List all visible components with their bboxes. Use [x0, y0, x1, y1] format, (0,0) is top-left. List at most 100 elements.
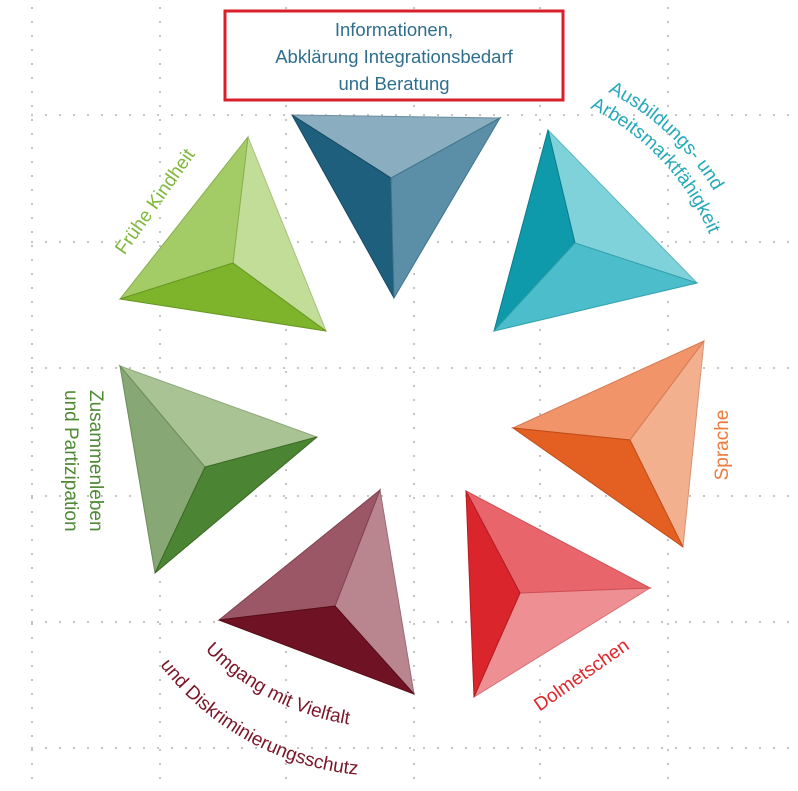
grid-dot [31, 367, 33, 369]
grid-dot [413, 595, 415, 597]
grid-dot [409, 621, 411, 623]
grid-dot [115, 747, 117, 749]
pyramid-face-right [492, 242, 699, 332]
grid-dot [101, 367, 103, 369]
grid-dot [591, 367, 593, 369]
grid-dot [409, 495, 411, 497]
grid-dot [549, 114, 551, 116]
grid-dot [159, 665, 161, 667]
grid-dot [413, 483, 415, 485]
label-zusammenleben-line-1: Zusammenleben [85, 390, 106, 532]
grid-dot [413, 539, 415, 541]
grid-dot [31, 539, 33, 541]
grid-dot [31, 7, 33, 9]
grid-dot [409, 114, 411, 116]
grid-dot [667, 595, 669, 597]
grid-dot [605, 747, 607, 749]
grid-dot [535, 367, 537, 369]
grid-dot [285, 357, 287, 359]
grid-dot [199, 367, 201, 369]
grid-dot [667, 721, 669, 723]
grid-dot [539, 329, 541, 331]
selected-box-line-3[interactable]: und Beratung [338, 73, 449, 94]
grid-dot [185, 367, 187, 369]
grid-dot [667, 49, 669, 51]
grid-dot [539, 343, 541, 345]
grid-dot [45, 495, 47, 497]
grid-dot [479, 747, 481, 749]
segment-sprache[interactable]: Sprache [511, 339, 733, 549]
grid-dot [255, 747, 257, 749]
grid-dot [703, 367, 705, 369]
grid-dot [413, 371, 415, 373]
grid-dot [413, 567, 415, 569]
grid-dot [577, 747, 579, 749]
grid-dot [129, 495, 131, 497]
grid-dot [367, 747, 369, 749]
segment-zusammenleben[interactable]: Zusammenleben und Partizipation [60, 364, 319, 575]
grid-dot [667, 707, 669, 709]
grid-dot [619, 114, 621, 116]
segment-dolmetschen[interactable]: Dolmetschen [464, 489, 652, 716]
grid-dot [159, 49, 161, 51]
grid-dot [31, 427, 33, 429]
grid-dot [667, 175, 669, 177]
grid-dot [159, 609, 161, 611]
grid-dot [413, 623, 415, 625]
grid-dot [31, 301, 33, 303]
selected-box-line-2[interactable]: Abklärung Integrationsbedarf [275, 46, 513, 67]
grid-dot [157, 114, 159, 116]
grid-dot [563, 747, 565, 749]
grid-dot [381, 367, 383, 369]
segment-informationen[interactable] [290, 114, 502, 300]
grid-dot [45, 367, 47, 369]
grid-dot [759, 495, 761, 497]
grid-dot [539, 721, 541, 723]
grid-dot [717, 621, 719, 623]
grid-dot [339, 367, 341, 369]
grid-dot [633, 621, 635, 623]
grid-dot [667, 231, 669, 233]
grid-dot [87, 747, 89, 749]
grid-dot [171, 621, 173, 623]
grid-dot [437, 621, 439, 623]
grid-dot [507, 114, 509, 116]
segment-fruehe-kindheit[interactable]: Frühe Kindheit [111, 135, 328, 333]
grid-dot [87, 495, 89, 497]
grid-dot [521, 367, 523, 369]
grid-dot [661, 241, 663, 243]
grid-dot [479, 114, 481, 116]
grid-dot [667, 651, 669, 653]
grid-dot [157, 241, 159, 243]
grid-dot [521, 114, 523, 116]
grid-dot [731, 367, 733, 369]
grid-dot [325, 241, 327, 243]
grid-dot [667, 133, 669, 135]
grid-dot [115, 495, 117, 497]
grid-dot [31, 497, 33, 499]
grid-dot [115, 114, 117, 116]
grid-dot [787, 621, 789, 623]
grid-dot [787, 747, 789, 749]
grid-dot [667, 245, 669, 247]
grid-dot [285, 553, 287, 555]
selected-box-line-1[interactable]: Informationen, [335, 19, 453, 40]
grid-dot [667, 609, 669, 611]
grid-dot [185, 747, 187, 749]
pyramid-face-right [119, 262, 327, 332]
segment-ausbildung[interactable]: Ausbildungs- und Arbeitsmarktfähigkeit [492, 78, 745, 332]
grid-dot [539, 707, 541, 709]
grid-dot [285, 385, 287, 387]
grid-dot [703, 114, 705, 116]
grid-dot [297, 367, 299, 369]
grid-dot [159, 245, 161, 247]
grid-dot [297, 747, 299, 749]
grid-dot [451, 747, 453, 749]
grid-dot [31, 273, 33, 275]
grid-dot [115, 621, 117, 623]
grid-dot [539, 357, 541, 359]
grid-dot [285, 651, 287, 653]
grid-dot [633, 367, 635, 369]
grid-dot [633, 747, 635, 749]
grid-dot [703, 495, 705, 497]
